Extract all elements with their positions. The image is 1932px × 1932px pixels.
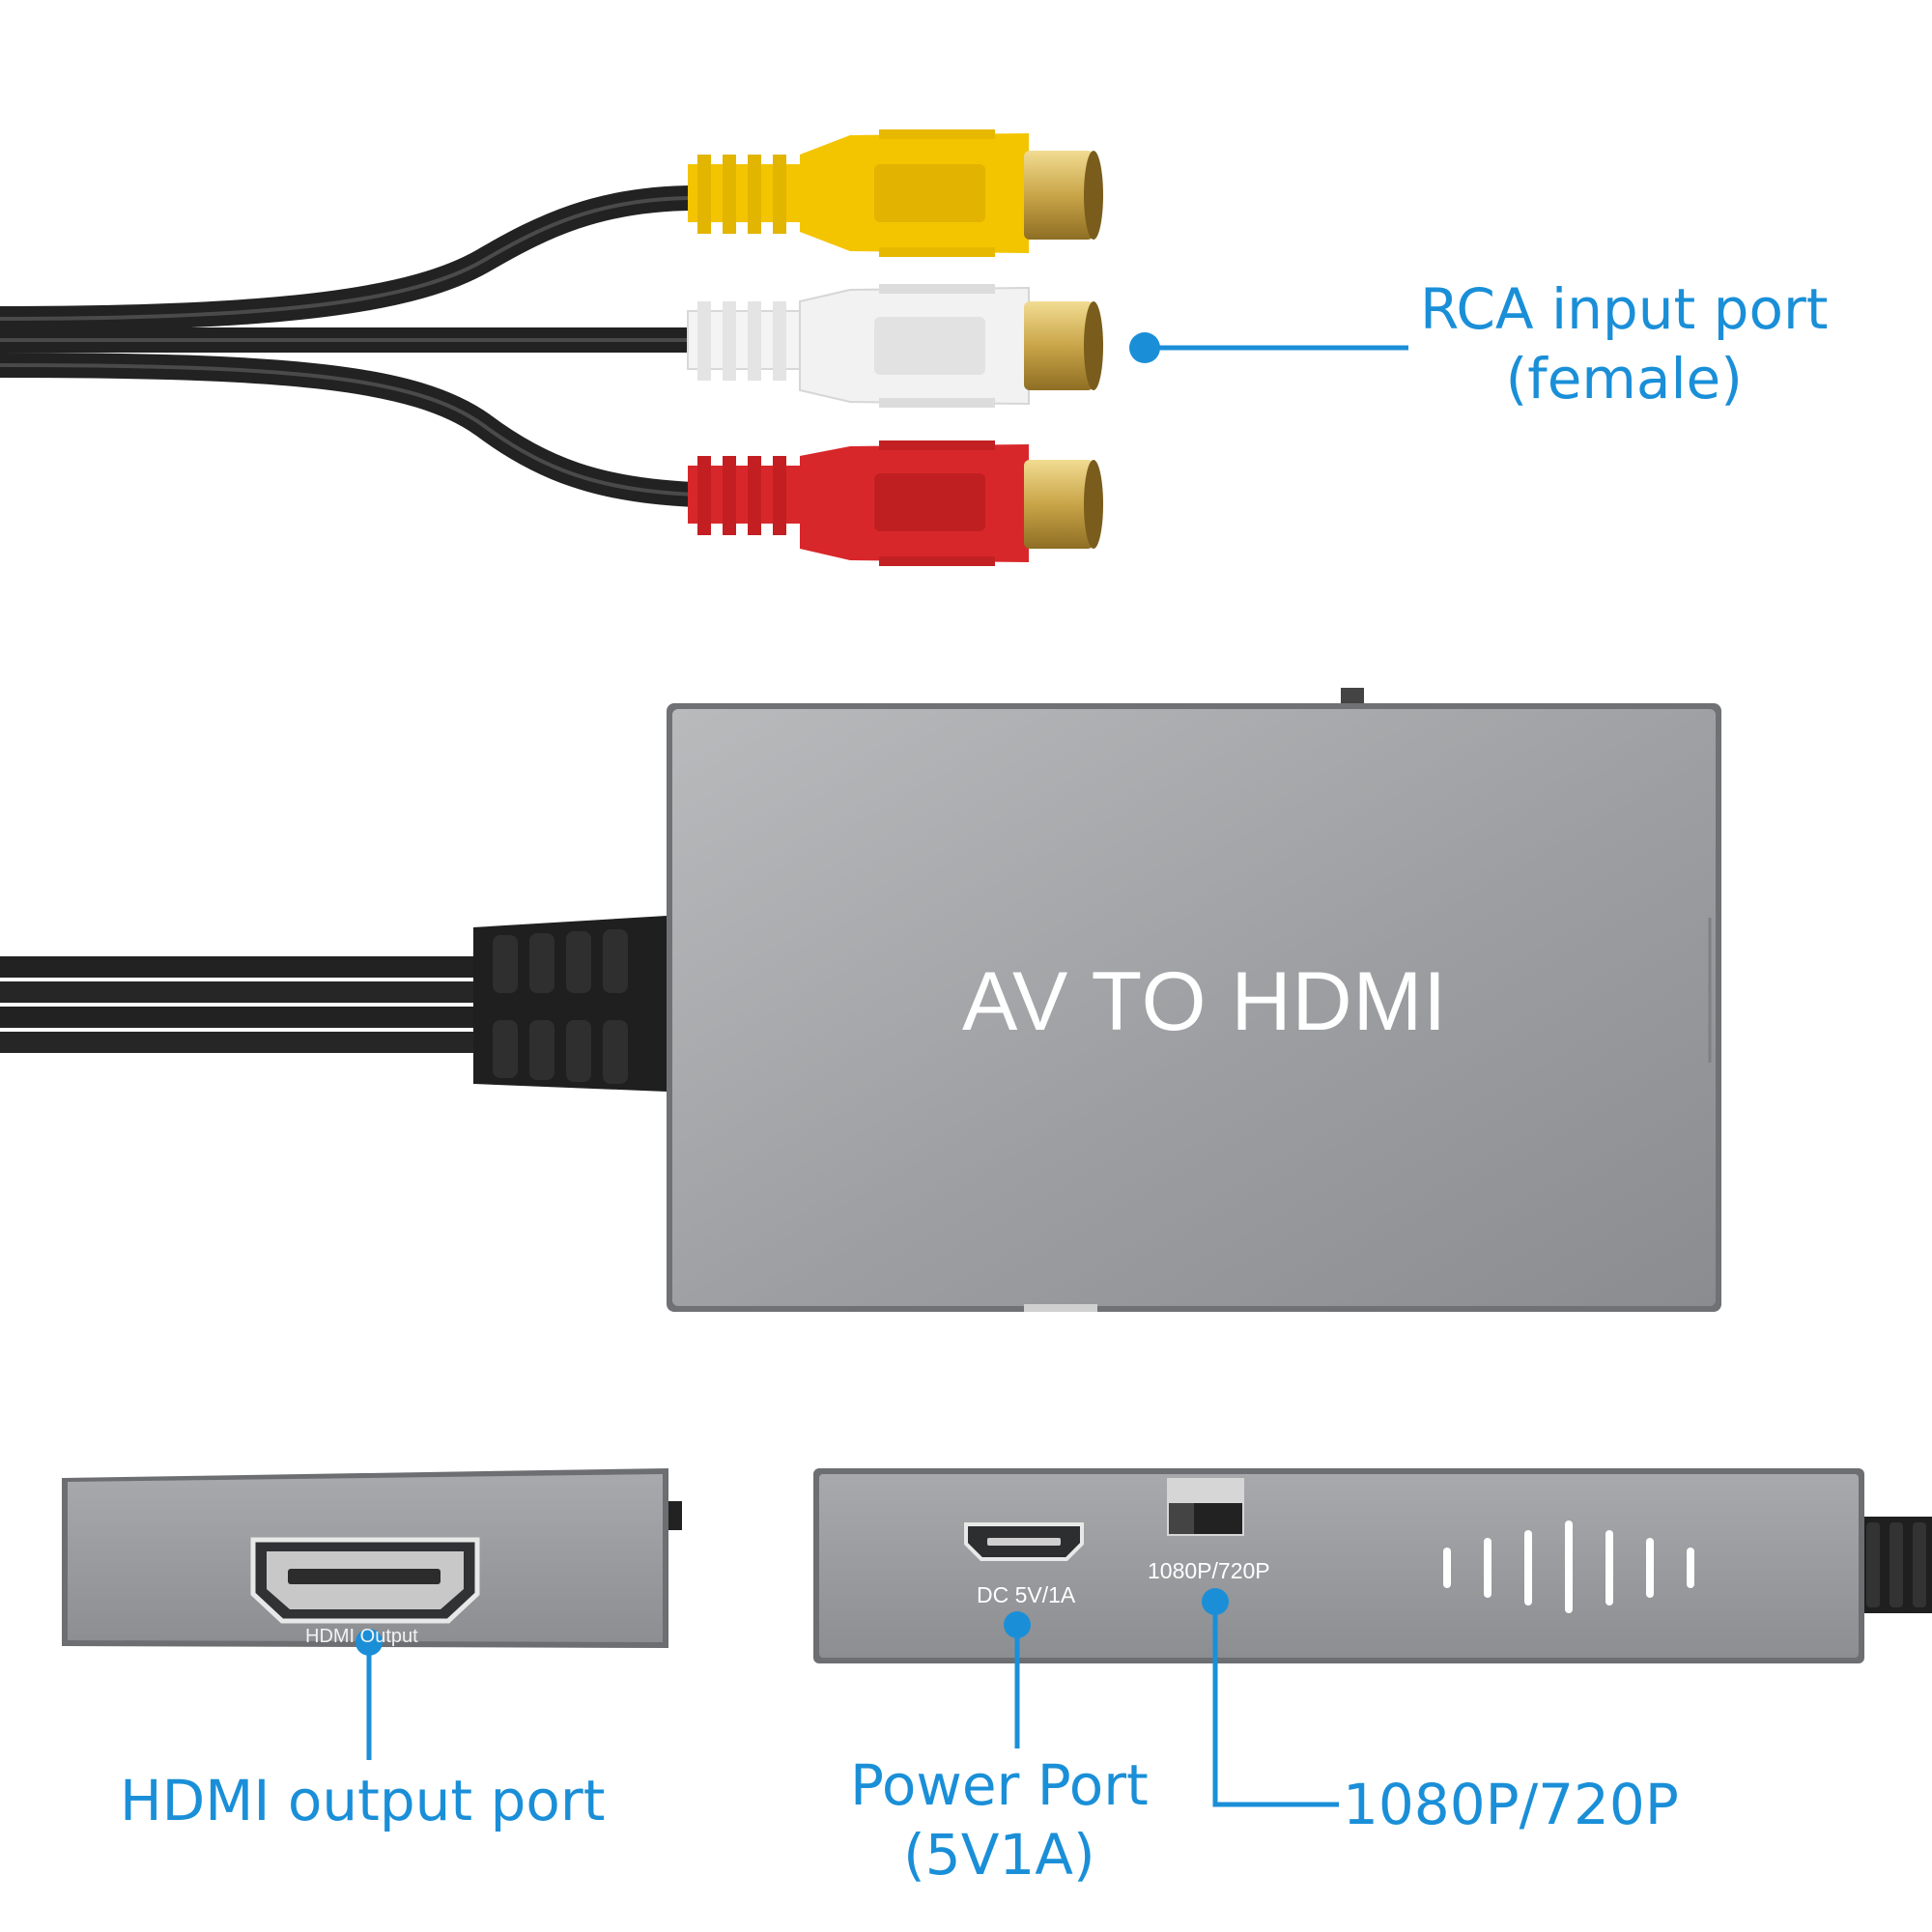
resolution-callout-line1: 1080P/720P [1343,1772,1679,1837]
rca-input-callout: RCA input port (female) [1420,274,1829,413]
rca-callout-pointer [1129,332,1408,363]
power-port-callout: Power Port (5V1A) [850,1750,1149,1889]
hdmi-port-label: HDMI Output [305,1626,418,1647]
converter-box [667,688,1721,1312]
hdmi-side-view [62,1468,682,1648]
rca-yellow-connector [688,129,1103,257]
power-port-callout-line1: Power Port [850,1752,1149,1818]
device-main-label: AV TO HDMI [962,955,1448,1048]
resolution-callout-pointer [1202,1588,1339,1807]
rca-input-callout-line1: RCA input port [1420,276,1829,342]
hdmi-output-callout: HDMI output port [120,1766,606,1835]
dc-port-label: DC 5V/1A [977,1582,1076,1607]
hdmi-callout-pointer [355,1629,383,1760]
resolution-callout: 1080P/720P [1343,1770,1679,1839]
hdmi-output-callout-line1: HDMI output port [120,1768,606,1833]
power-side-view [813,1468,1932,1663]
power-port-callout-line2: (5V1A) [903,1822,1095,1888]
rca-red-connector [688,440,1103,566]
power-callout-pointer [1004,1611,1031,1748]
converter-cable [0,916,667,1092]
rca-white-connector [687,284,1103,408]
rca-input-callout-line2: (female) [1505,346,1743,412]
resolution-switch-label: 1080P/720P [1148,1558,1270,1583]
rca-cable-bundle [0,185,696,507]
vent-slots [1443,1520,1694,1613]
